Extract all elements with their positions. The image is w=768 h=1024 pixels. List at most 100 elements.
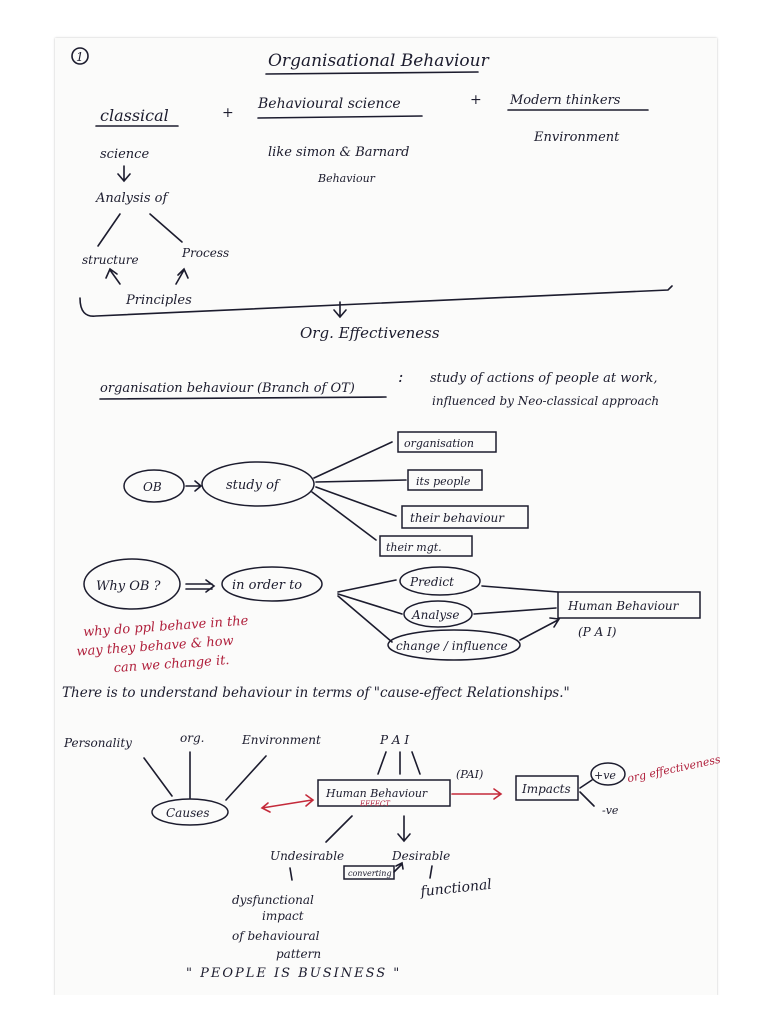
branch-box-organisation: [397, 431, 497, 453]
human-behaviour-effect-box: [317, 779, 451, 807]
desirable-label: Desirable: [391, 849, 450, 863]
change-ellipse: [387, 629, 521, 661]
behaviour-label: Behaviour: [317, 172, 376, 185]
up-arrow-icon: [105, 267, 121, 285]
title-underline: [265, 71, 479, 75]
branch-line: [97, 213, 121, 247]
plus-ve-label: +ve: [594, 769, 616, 782]
bidirectional-arrow-icon: [260, 794, 315, 813]
cause-effect-sentence: There is to understand behaviour in term…: [62, 685, 570, 701]
page-title: Organisational Behaviour: [268, 51, 490, 71]
branch-line: [337, 595, 393, 643]
causes-label: Causes: [166, 806, 209, 820]
effect-label: EFFECT: [359, 800, 391, 808]
impact-branches-icon: [579, 779, 595, 807]
colon: :: [398, 367, 403, 386]
principles-label: Principles: [125, 293, 192, 308]
branch-mgt: their mgt.: [386, 541, 442, 554]
branch-line: [337, 579, 397, 593]
down-tick-icon: [289, 867, 293, 881]
pai-arrows-icon: [377, 751, 421, 775]
in-order-to-ellipse: [221, 566, 323, 602]
down-arrow-icon: [333, 301, 347, 319]
branch-line: [311, 491, 377, 541]
branch-line: [149, 213, 183, 243]
human-behaviour-box: [557, 591, 701, 619]
undesirable-label: Undesirable: [270, 849, 344, 863]
plus-sign-1: +: [222, 105, 234, 121]
org-label: org.: [180, 731, 204, 745]
impacts-box: [515, 775, 579, 801]
connector-line: [473, 607, 557, 615]
action-predict: Predict: [409, 575, 454, 589]
human-behaviour-label: Human Behaviour: [567, 599, 680, 613]
double-arrow-icon: [185, 579, 216, 593]
dysfunctional-line-1: dysfunctional: [232, 893, 314, 907]
plus-sign-2: +: [470, 92, 482, 108]
dysfunctional-line-3: of behavioural: [232, 929, 320, 943]
page-number: 1: [76, 50, 84, 64]
science-label: science: [100, 147, 149, 162]
branch-organisation: organisation: [404, 437, 474, 450]
branch-line: [143, 757, 173, 797]
bracket-line: [79, 285, 673, 317]
branch-line: [225, 755, 267, 801]
pai-side-label: (PAI): [456, 768, 483, 781]
up-arrow-icon: [175, 267, 189, 285]
functional-group: functional: [419, 877, 493, 900]
branch-line: [315, 479, 407, 483]
structure-label: structure: [82, 253, 139, 267]
analyse-ellipse: [403, 600, 473, 628]
converting-arrow-icon: [393, 861, 404, 873]
connector-line: [481, 585, 559, 593]
why-ob-label: Why OB ?: [96, 579, 162, 594]
causes-ellipse: [151, 798, 229, 826]
plus-ve-circle: [590, 762, 626, 786]
process-label: Process: [181, 246, 229, 260]
branch-box-people: [407, 469, 483, 491]
connector-arrow-icon: [519, 617, 561, 641]
classical-heading: classical: [100, 106, 169, 125]
simon-barnard-label: like simon & Barnard: [268, 145, 409, 160]
branch-line: [313, 441, 393, 479]
branch-line: [337, 593, 403, 615]
down-arrow-icon: [397, 815, 411, 843]
branch-line: [315, 486, 397, 517]
right-arrow-icon: [185, 480, 203, 492]
org-effectiveness-red-group: org effectiveness: [626, 753, 722, 786]
analysis-of-label: Analysis of: [95, 191, 169, 206]
branch-line: [325, 815, 353, 843]
why-ob-ellipse: [83, 558, 181, 610]
definition-underline: [99, 396, 387, 400]
red-note-group: why do ppl behave in the way they behave…: [76, 614, 249, 676]
branch-box-behaviour: [401, 505, 529, 529]
org-effectiveness-red: org effectiveness: [626, 753, 722, 786]
definition-line-2: influenced by Neo-classical approach: [432, 394, 659, 408]
notebook-page: [55, 38, 717, 996]
study-of-ellipse: [201, 461, 315, 507]
converting-label: converting: [348, 869, 392, 878]
predict-ellipse: [399, 566, 481, 596]
down-arrow-icon: [117, 165, 131, 183]
behavioural-science-underline: [257, 115, 423, 119]
functional-label: functional: [419, 877, 493, 900]
red-note-line-3: can we change it.: [113, 653, 230, 676]
study-of-label: study of: [226, 478, 281, 493]
pai-top-label: P A I: [379, 733, 409, 747]
page-bottom-margin: [0, 995, 768, 1024]
human-behaviour-effect-label: Human Behaviour: [325, 787, 428, 800]
branch-people: its people: [416, 475, 471, 488]
ob-label: OB: [143, 480, 162, 494]
ob-definition-term: organisation behaviour (Branch of OT): [100, 381, 355, 396]
org-effectiveness-label: Org. Effectiveness: [300, 324, 440, 342]
pai-label: (P A I): [578, 625, 617, 639]
ob-ellipse: [123, 469, 185, 503]
page-number-circle: [71, 47, 89, 65]
dysfunctional-line-4: pattern: [276, 947, 321, 961]
dysfunctional-line-2: impact: [262, 909, 304, 923]
minus-ve-label: -ve: [602, 804, 619, 817]
in-order-to-label: in order to: [232, 578, 302, 593]
right-arrow-red-icon: [451, 788, 503, 800]
people-is-business-quote: " PEOPLE IS BUSINESS ": [186, 966, 401, 981]
